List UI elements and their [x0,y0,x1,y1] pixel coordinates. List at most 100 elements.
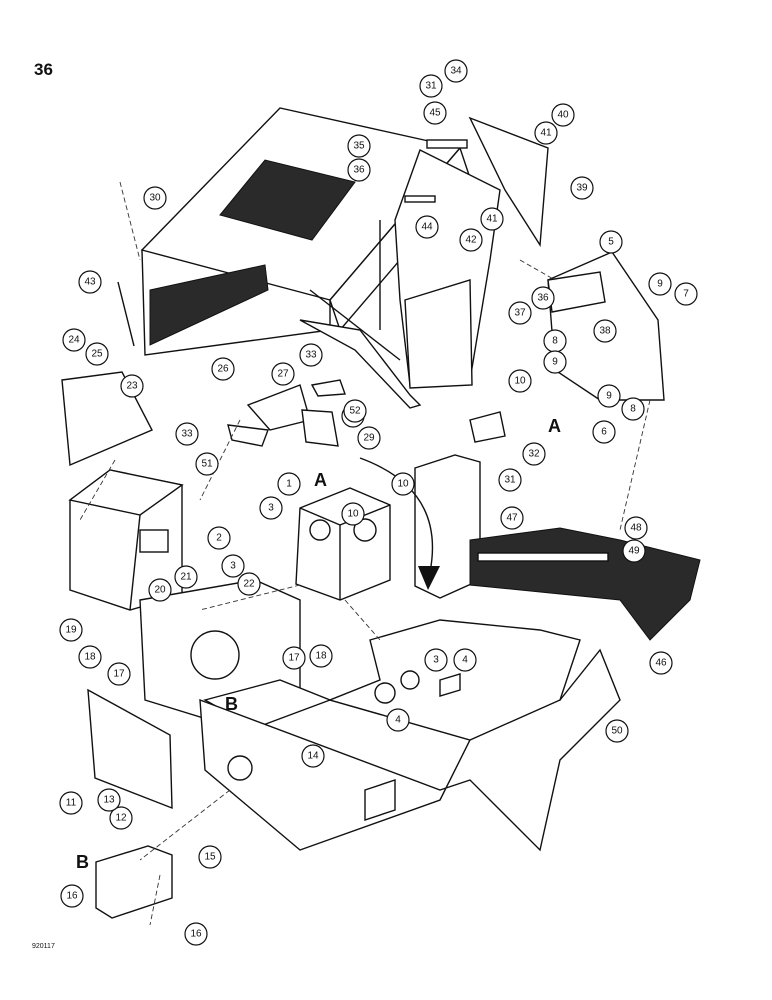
svg-text:41: 41 [540,128,552,139]
svg-text:38: 38 [599,326,611,337]
svg-text:19: 19 [65,625,77,636]
svg-text:3: 3 [433,655,439,666]
svg-text:17: 17 [288,653,300,664]
hood-assembly [117,107,665,409]
callout-3: 3 [259,496,283,520]
ref-letter: A [548,416,561,436]
svg-text:29: 29 [363,433,375,444]
svg-text:45: 45 [429,108,441,119]
callout-10: 10 [341,502,365,526]
svg-text:10: 10 [514,376,526,387]
svg-text:32: 32 [528,449,540,460]
svg-text:51: 51 [201,459,213,470]
svg-text:4: 4 [395,715,401,726]
callout-51: 51 [195,452,219,476]
callout-7: 7 [674,282,698,306]
callout-3: 3 [424,648,448,672]
svg-text:34: 34 [450,66,462,77]
callout-17: 17 [282,646,306,670]
svg-text:5: 5 [608,237,614,248]
svg-text:9: 9 [552,357,558,368]
callout-42: 42 [459,228,483,252]
svg-text:24: 24 [68,335,80,346]
callout-32: 32 [522,442,546,466]
callout-3: 3 [221,554,245,578]
svg-text:3: 3 [230,561,236,572]
callout-23: 23 [120,374,144,398]
svg-text:4: 4 [462,655,468,666]
control-housing [68,469,184,611]
svg-text:40: 40 [557,110,569,121]
svg-text:8: 8 [630,404,636,415]
svg-text:23: 23 [126,381,138,392]
callout-40: 40 [551,103,575,127]
callout-16: 16 [184,922,208,946]
svg-text:15: 15 [204,852,216,863]
svg-text:16: 16 [66,891,78,902]
callout-36: 36 [531,286,555,310]
callout-33: 33 [299,343,323,367]
callout-43: 43 [78,270,102,294]
svg-text:17: 17 [113,669,125,680]
callout-24: 24 [62,328,86,352]
callout-9: 9 [648,272,672,296]
svg-text:30: 30 [149,193,161,204]
svg-text:47: 47 [506,513,518,524]
callout-9: 9 [597,384,621,408]
svg-text:31: 31 [425,81,437,92]
svg-text:18: 18 [84,652,96,663]
callout-22: 22 [237,572,261,596]
plate-b [95,845,173,919]
svg-text:2: 2 [216,533,222,544]
ref-letter: B [225,694,238,714]
callout-34: 34 [444,59,468,83]
brackets [227,379,506,447]
svg-text:33: 33 [181,429,193,440]
svg-text:20: 20 [154,585,166,596]
svg-text:14: 14 [307,751,319,762]
leader-lines [79,181,651,926]
callout-41: 41 [480,207,504,231]
svg-text:43: 43 [84,277,96,288]
callout-4: 4 [453,648,477,672]
callout-49: 49 [622,539,646,563]
callout-35: 35 [347,134,371,158]
svg-text:9: 9 [606,391,612,402]
arrow-head [418,566,440,590]
callout-31: 31 [419,74,443,98]
svg-text:16: 16 [190,929,202,940]
svg-text:50: 50 [611,726,623,737]
callout-18: 18 [309,644,333,668]
callout-11: 11 [59,791,83,815]
callout-33: 33 [175,422,199,446]
callout-14: 14 [301,744,325,768]
callout-41: 41 [534,121,558,145]
callout-20: 20 [148,578,172,602]
svg-text:33: 33 [305,350,317,361]
callout-9: 9 [543,350,567,374]
callout-21: 21 [174,565,198,589]
callout-18: 18 [78,645,102,669]
callout-48: 48 [624,516,648,540]
ref-letter: B [76,852,89,872]
callout-47: 47 [500,506,524,530]
svg-text:46: 46 [655,658,667,669]
callout-26: 26 [211,357,235,381]
svg-text:10: 10 [397,479,409,490]
callout-46: 46 [649,651,673,675]
callout-31: 31 [498,468,522,492]
ref-letter: A [314,470,327,490]
callout-4: 4 [386,708,410,732]
callout-1: 1 [277,472,301,496]
callout-17: 17 [107,662,131,686]
svg-text:25: 25 [91,349,103,360]
callout-37: 37 [508,301,532,325]
svg-text:26: 26 [217,364,229,375]
svg-text:1: 1 [286,479,292,490]
callout-25: 25 [85,342,109,366]
svg-text:52: 52 [349,406,361,417]
callout-13: 13 [97,788,121,812]
callout-30: 30 [143,186,167,210]
page-number: 36 [34,60,53,79]
fender [469,527,701,641]
